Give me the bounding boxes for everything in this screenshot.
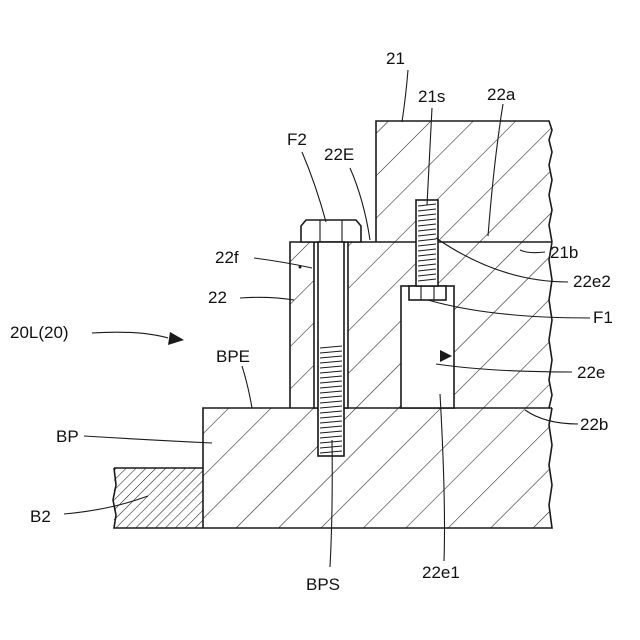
label-22f: 22f [215,248,239,267]
label-22E: 22E [324,145,354,164]
label-22: 22 [208,288,227,307]
part-21-block [376,121,552,242]
bolt-shank-f2 [318,242,344,456]
label-F1: F1 [593,308,613,327]
base-plate-bp [203,408,552,528]
label-21s: 21s [418,87,445,106]
label-BPS: BPS [306,575,340,594]
bolt-head-f2 [301,220,361,242]
stud-bolt-shank [416,200,438,286]
label-20L: 20L(20) [10,323,69,342]
label-21: 21 [386,49,405,68]
label-22e2: 22e2 [573,272,611,291]
label-22b: 22b [580,415,608,434]
label-F2: F2 [287,130,307,149]
part-b2 [113,468,203,528]
label-B2: B2 [30,507,51,526]
label-BP: BP [56,427,79,446]
label-21b: 21b [550,243,578,262]
label-22e: 22e [577,363,605,382]
label-22e1: 22e1 [422,563,460,582]
label-22a: 22a [487,85,516,104]
nut-f1 [409,286,446,300]
label-BPE: BPE [216,347,250,366]
